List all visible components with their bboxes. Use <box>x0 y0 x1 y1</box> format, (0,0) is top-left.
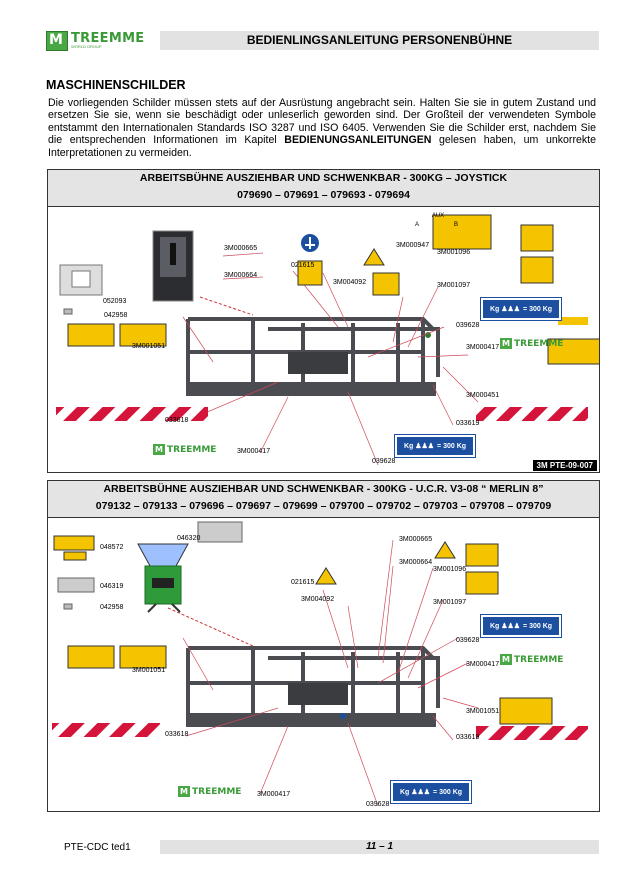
mini-logo-text: TREEMME <box>514 654 564 665</box>
code-3M001096: 3M001096 <box>437 249 471 256</box>
treemme-logo: TREEMME WORLD GROUP <box>46 30 154 52</box>
panel2-title: ARBEITSBÜHNE AUSZIEHBAR UND SCHWENKBAR -… <box>103 483 544 495</box>
mini-logo-text: TREEMME <box>514 338 564 349</box>
code-033619: 033619 <box>456 420 480 427</box>
mini-logo-text: TREEMME <box>192 786 242 797</box>
code-046320: 046320 <box>177 535 201 542</box>
logo-subtext: WORLD GROUP <box>71 44 102 49</box>
intro-text-1: Die vorliegenden Schilder müssen stets a… <box>48 97 596 147</box>
load-sign-top: Kg ♟♟♟= 300 Kg <box>480 614 562 638</box>
section-title: MASCHINENSCHILDER <box>46 78 186 92</box>
code-042958: 042958 <box>100 604 124 611</box>
document-title: BEDIENLINGSANLEITUNG PERSONENBÜHNE <box>160 31 599 50</box>
load-sign-icon: Kg ♟♟♟ <box>489 306 521 313</box>
panel1-title: ARBEITSBÜHNE AUSZIEHBAR UND SCHWENKBAR -… <box>139 172 508 184</box>
code-3M000664: 3M000664 <box>224 272 258 279</box>
aux-b: B <box>454 222 459 228</box>
code-3M001051: 3M001051 <box>132 667 166 674</box>
code-3M000451: 3M000451 <box>466 392 500 399</box>
code-021615: 021615 <box>291 579 315 586</box>
label-panel-joystick: ARBEITSBÜHNE AUSZIEHBAR UND SCHWENKBAR -… <box>47 169 600 473</box>
treemme-mini-icon: M <box>178 786 190 797</box>
code-3M001051-right: 3M001051 <box>466 708 500 715</box>
treemme-mini-icon: M <box>500 338 512 349</box>
code-3M004092: 3M004092 <box>301 596 335 603</box>
intro-bold: BEDIENUNGSANLEITUNGEN <box>284 134 432 147</box>
code-039628-bottom: 039628 <box>372 458 396 465</box>
code-3M000665: 3M000665 <box>399 536 433 543</box>
code-3M001096: 3M001096 <box>433 566 467 573</box>
code-039628-bottom: 039628 <box>366 801 390 808</box>
intro-text-2: gelesen haben, um unkorrekte Interpretat… <box>48 134 596 159</box>
code-039628-top: 039628 <box>456 322 480 329</box>
load-sign-icon: Kg ♟♟♟ <box>403 443 435 450</box>
load-sign-text: = 300 Kg <box>433 788 463 796</box>
load-sign-bottom: Kg ♟♟♟= 300 Kg <box>394 434 476 458</box>
footer-doc-id: PTE-CDC ted1 <box>64 842 131 853</box>
code-3M000417: 3M000417 <box>466 344 500 351</box>
panel2-drawing <box>52 521 588 807</box>
logo-text: TREEMME <box>71 31 145 46</box>
code-033618: 033618 <box>165 731 189 738</box>
load-sign-icon: Kg ♟♟♟ <box>399 789 431 796</box>
panel2-header: ARBEITSBÜHNE AUSZIEHBAR UND SCHWENKBAR -… <box>48 481 599 518</box>
code-033618: 033618 <box>165 417 189 424</box>
aux-text: AUX <box>431 213 445 219</box>
aux-a: A <box>415 222 420 228</box>
code-3M000665: 3M000665 <box>224 245 258 252</box>
code-052093: 052093 <box>103 298 127 305</box>
code-3M000417-bottom: 3M000417 <box>237 448 271 455</box>
code-3M001097: 3M001097 <box>437 282 471 289</box>
panel1-header: ARBEITSBÜHNE AUSZIEHBAR UND SCHWENKBAR -… <box>48 170 599 207</box>
code-3M000417: 3M000417 <box>466 661 500 668</box>
load-sign-text: = 300 Kg <box>523 622 553 630</box>
code-021615: 021615 <box>291 262 315 269</box>
code-3M000947: 3M000947 <box>396 242 430 249</box>
code-3M000417-bottom: 3M000417 <box>257 791 291 798</box>
treemme-mark-icon <box>46 31 68 51</box>
code-048572: 048572 <box>100 544 124 551</box>
code-3M000664: 3M000664 <box>399 559 433 566</box>
panel1-subtitle: 079690 – 079691 – 079693 - 079694 <box>237 189 410 201</box>
code-039628-top: 039628 <box>456 637 480 644</box>
code-3M001097: 3M001097 <box>433 599 467 606</box>
code-3M001051: 3M001051 <box>132 343 166 350</box>
mini-logo-text: TREEMME <box>167 444 217 455</box>
aux-label: AUX <box>418 213 458 219</box>
treemme-mini-icon: M <box>153 444 165 455</box>
treemme-mini-icon: M <box>500 654 512 665</box>
drawing-reference: 3M PTE-09-007 <box>532 460 597 471</box>
code-033619: 033619 <box>456 734 480 741</box>
load-sign-icon: Kg ♟♟♟ <box>489 623 521 630</box>
code-3M004092: 3M004092 <box>333 279 367 286</box>
load-sign-text: = 300 Kg <box>523 305 553 313</box>
panel2-subtitle: 079132 – 079133 – 079696 – 079697 – 0796… <box>95 500 552 512</box>
code-042958: 042958 <box>104 312 128 319</box>
load-sign-bottom: Kg ♟♟♟= 300 Kg <box>390 780 472 804</box>
page-number: 11 – 1 <box>160 840 599 854</box>
code-046319: 046319 <box>100 583 124 590</box>
label-panel-merlin: ARBEITSBÜHNE AUSZIEHBAR UND SCHWENKBAR -… <box>47 480 600 812</box>
panel1-drawing <box>56 214 599 466</box>
intro-paragraph: Die vorliegenden Schilder müssen stets a… <box>48 97 596 159</box>
load-sign-text: = 300 Kg <box>437 442 467 450</box>
load-sign-top: Kg ♟♟♟= 300 Kg <box>480 297 562 321</box>
